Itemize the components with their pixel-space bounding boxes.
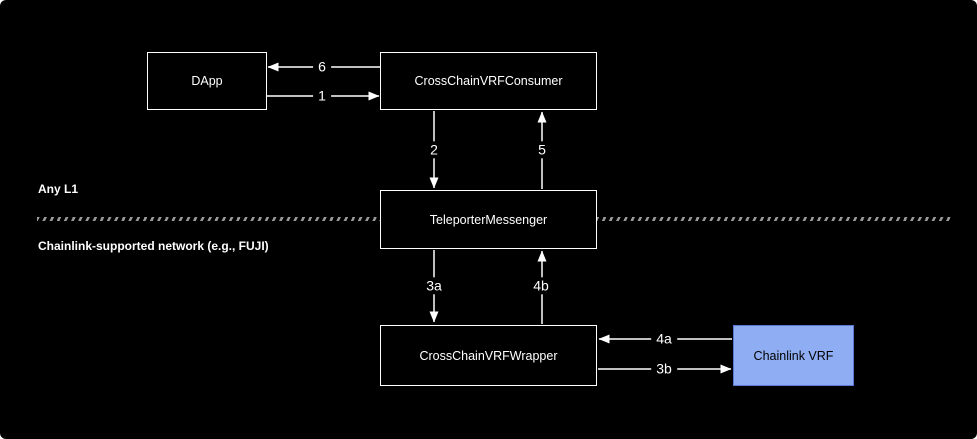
edge-label-6: 6 xyxy=(313,58,331,76)
node-crosschain-vrf-consumer-label: CrossChainVRFConsumer xyxy=(414,74,563,88)
node-crosschain-vrf-consumer: CrossChainVRFConsumer xyxy=(380,52,597,110)
node-teleporter-messenger-label: TeleporterMessenger xyxy=(429,212,548,227)
edge-label-5: 5 xyxy=(533,141,551,159)
node-crosschain-vrf-wrapper: CrossChainVRFWrapper xyxy=(380,325,597,386)
edge-label-4a: 4a xyxy=(651,330,677,348)
node-dapp-label: DApp xyxy=(191,74,223,88)
node-teleporter-messenger: TeleporterMessenger xyxy=(380,190,597,249)
node-chainlink-vrf-label: Chainlink VRF xyxy=(753,348,834,363)
node-crosschain-vrf-wrapper-label: CrossChainVRFWrapper xyxy=(419,348,558,363)
node-chainlink-vrf: Chainlink VRF xyxy=(733,325,854,386)
edge-label-3a: 3a xyxy=(421,277,447,295)
edge-label-4b: 4b xyxy=(528,277,554,295)
edge-label-2: 2 xyxy=(425,141,443,159)
edge-label-3b: 3b xyxy=(651,360,677,378)
node-dapp: DApp xyxy=(147,52,267,110)
region-label-chainlink-network: Chainlink-supported network (e.g., FUJI) xyxy=(38,239,269,253)
edge-label-1: 1 xyxy=(313,87,331,105)
region-label-any-l1: Any L1 xyxy=(38,182,79,196)
